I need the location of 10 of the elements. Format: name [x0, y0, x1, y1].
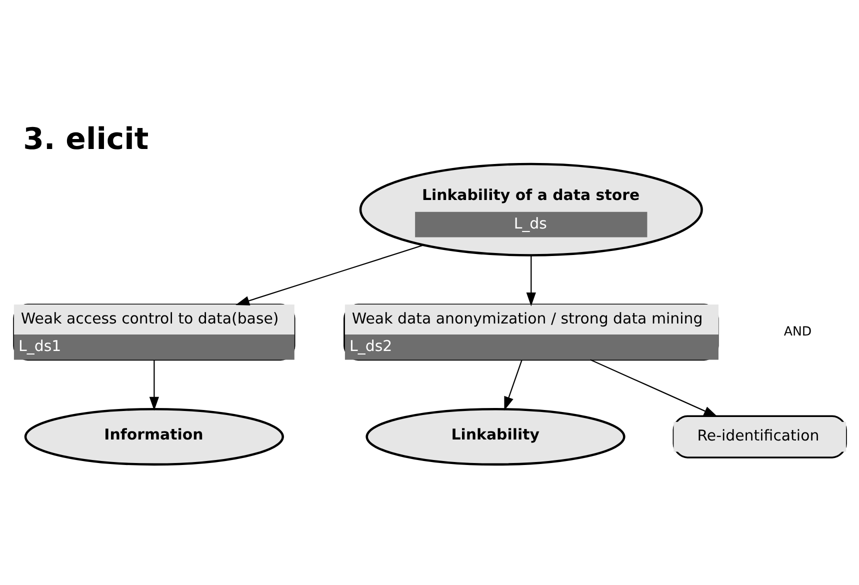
arrow	[148, 360, 158, 410]
node-ellipse: Linkability of a data store L_ds	[358, 162, 702, 256]
arrow	[235, 244, 424, 305]
node-ellipse: Linkability	[365, 407, 625, 466]
arrow	[590, 358, 718, 416]
arrow	[504, 359, 522, 410]
diagram-title: 3. elicit	[22, 121, 148, 156]
node-ellipse: Information	[24, 407, 284, 466]
arrow	[526, 254, 536, 306]
label: AND	[783, 322, 812, 338]
